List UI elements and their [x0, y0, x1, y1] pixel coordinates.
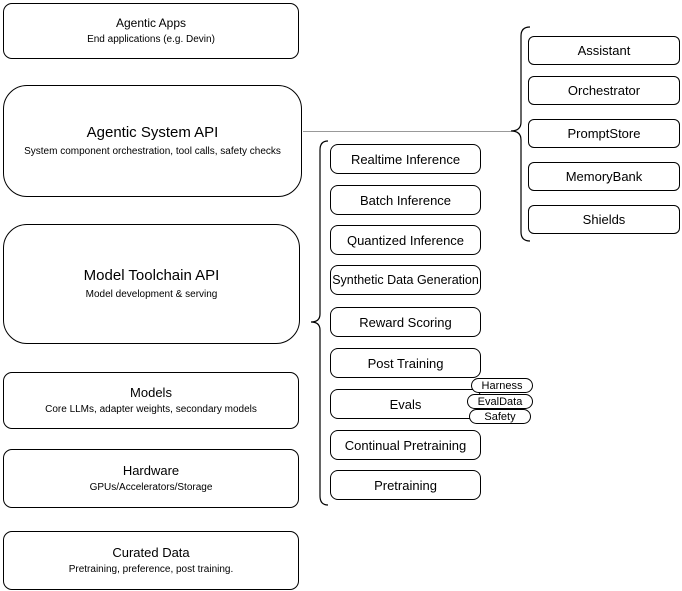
evals-tag-evaldata: EvalData — [467, 394, 533, 409]
node-title: Hardware — [122, 462, 180, 478]
system-components-brace — [510, 26, 531, 242]
node-title: Agentic Apps — [115, 16, 187, 30]
component-assistant: Assistant — [528, 36, 680, 65]
component-synthetic-data-generation: Synthetic Data Generation — [330, 265, 481, 295]
node-hardware: Hardware GPUs/Accelerators/Storage — [3, 449, 299, 508]
component-pretraining: Pretraining — [330, 470, 481, 500]
node-models: Models Core LLMs, adapter weights, secon… — [3, 372, 299, 429]
node-title: Models — [130, 384, 172, 400]
node-model-toolchain-api: Model Toolchain API Model development & … — [3, 224, 300, 344]
node-curated-data: Curated Data Pretraining, preference, po… — [3, 531, 299, 590]
node-subtitle: End applications (e.g. Devin) — [87, 34, 215, 45]
node-subtitle: GPUs/Accelerators/Storage — [89, 482, 213, 494]
component-memorybank: MemoryBank — [528, 162, 680, 191]
component-evals: Evals — [330, 389, 481, 419]
node-subtitle: System component orchestration, tool cal… — [24, 145, 281, 157]
component-continual-pretraining: Continual Pretraining — [330, 430, 481, 460]
component-realtime-inference: Realtime Inference — [330, 144, 481, 174]
toolchain-components-brace — [310, 140, 329, 506]
component-orchestrator: Orchestrator — [528, 76, 680, 105]
node-subtitle: Core LLMs, adapter weights, secondary mo… — [45, 404, 257, 416]
component-quantized-inference: Quantized Inference — [330, 225, 481, 255]
node-subtitle: Pretraining, preference, post training. — [68, 564, 234, 576]
node-agentic-apps: Agentic Apps End applications (e.g. Devi… — [3, 3, 299, 59]
component-post-training: Post Training — [330, 348, 481, 378]
node-agentic-system-api: Agentic System API System component orch… — [3, 85, 302, 197]
evals-tag-harness: Harness — [471, 378, 533, 393]
evals-tag-safety: Safety — [469, 409, 531, 424]
node-title: Curated Data — [112, 544, 190, 560]
component-batch-inference: Batch Inference — [330, 185, 481, 215]
node-title: Agentic System API — [86, 124, 219, 142]
node-title: Model Toolchain API — [83, 267, 220, 285]
node-subtitle: Model development & serving — [85, 288, 218, 300]
component-reward-scoring: Reward Scoring — [330, 307, 481, 337]
component-promptstore: PromptStore — [528, 119, 680, 148]
component-shields: Shields — [528, 205, 680, 234]
